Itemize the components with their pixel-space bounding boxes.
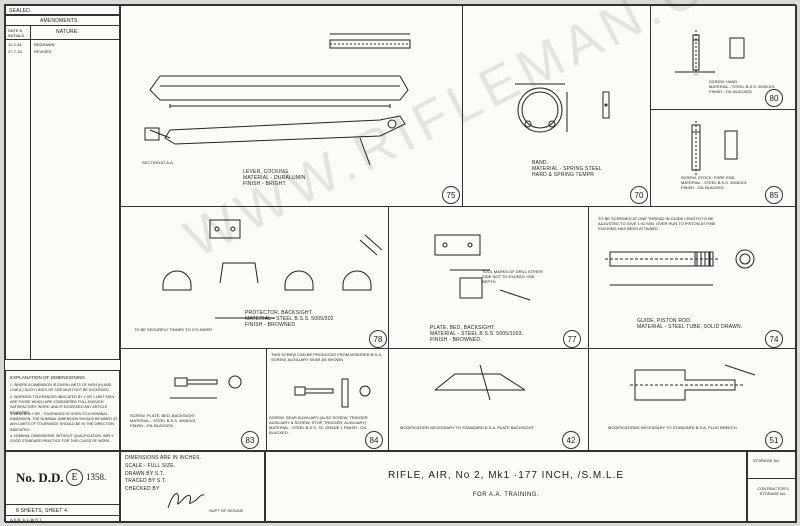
part-70-number: 70: [630, 186, 648, 204]
explanation-item-1: 1. WHERE A DIMENSION IS GIVEN LIMITS OF …: [10, 383, 112, 393]
dd-letter: E: [66, 469, 83, 486]
explanation-item-3: 3. WHERE A + OR - TOLERANCE IS GIVEN TO …: [10, 412, 118, 432]
part-85-number: 85: [765, 186, 783, 204]
part-42-number: 42: [562, 431, 580, 449]
part-80-caption: SCREW, HAND. MATERIAL - STEEL B.S.S. 500…: [709, 79, 775, 94]
dimensions-box: DIMENSIONS ARE IN INCHES. SCALE:- FULL S…: [120, 451, 265, 523]
amendments-col-date: DATE & INITIALS: [8, 28, 25, 38]
part-84-caption: SCREW, SEAR AUXILIARY (ALSO SCREW, TRIGG…: [269, 415, 368, 435]
dims-note: DIMENSIONS ARE IN INCHES.: [125, 455, 202, 461]
drawing-sheet: WWW.RIFLEMAN.ORG.UK SEALED. AMENDMENTS. …: [4, 0, 800, 523]
part-51-caption: MODIFICATIONS NECESSARY TO STANDARD B.S.…: [608, 425, 737, 430]
lever-cocking-drawing: [130, 20, 430, 170]
plug-breech-modification-drawing: [625, 360, 775, 415]
screw-hand-drawing: [670, 20, 750, 80]
dd-prefix: No. D.D.: [16, 470, 64, 485]
part-80-number: 80: [765, 89, 783, 107]
ref-label: A.S.B. 6-1-36 R.T.: [10, 517, 43, 522]
part-75-number: 75: [442, 186, 460, 204]
part-70-caption: BAND. MATERIAL - SPRING STEEL HARD & SPR…: [532, 160, 602, 178]
plate-note: TOOL MARKS OF DRILL EITHER SIDE NOT TO E…: [482, 269, 543, 284]
secure-note: TO BE SECURELY TINNED TO CYLINDER: [134, 327, 213, 332]
amendments-table: AMENDMENTS. DATE & INITIALS NATURE. 11-2…: [5, 15, 120, 360]
screw-stock-drawing: [670, 117, 750, 177]
amendment-row-2-nature: REVISED: [34, 49, 52, 54]
screw-sear-drawing: [280, 365, 380, 420]
part-75-caption: LEVER, COCKING MATERIAL - DURALUMIN FINI…: [243, 169, 306, 187]
title-box: RIFLE, AIR, No 2, Mk1 ·177 INCH, /S.M.L.…: [265, 451, 747, 523]
storage-box: STORAGE No. CONTRACTOR'S STORAGE No.: [747, 451, 797, 523]
section-aa-label: SECTION AT A.A.: [142, 160, 174, 165]
scale-label: SCALE:- FULL SIZE.: [125, 463, 176, 469]
supt-label: SUPT OF DESIGN: [209, 508, 243, 513]
part-51-number: 51: [765, 431, 783, 449]
part-83-number: 83: [241, 431, 259, 449]
band-drawing: [495, 70, 615, 170]
sheets-label: 8 SHEETS, SHEET 4.: [16, 508, 69, 514]
explanation-box: EXPLANATION OF DIMENSIONING. 1. WHERE A …: [5, 370, 120, 451]
part-77-number: 77: [563, 330, 581, 348]
explanation-item-2: 2. WORKING TOLERANCES INDICATED BY ± OR …: [10, 395, 115, 415]
part-74-number: 74: [765, 330, 783, 348]
storage-no: STORAGE No.: [753, 458, 780, 463]
checked-by: CHECKED BY: [125, 486, 160, 492]
guide-note: TO BE SCREWED AT ONE THREAD IN GUIDE LEN…: [598, 216, 716, 231]
explanation-title: EXPLANATION OF DIMENSIONING.: [10, 375, 87, 380]
amendment-row-1-date: 11-2-34.: [8, 42, 23, 47]
part-85-caption: SCREW, STOCK, FORE END. MATERIAL - STEEL…: [681, 175, 747, 190]
part-77-caption: PLATE, BED, BACKSIGHT. MATERIAL - STEEL …: [430, 325, 524, 343]
screw-plate-bed-drawing: [155, 360, 255, 415]
contractors-storage-no: CONTRACTOR'S STORAGE No.: [757, 486, 789, 496]
dd-number: 1358.: [86, 472, 107, 482]
drawing-area: [120, 5, 797, 451]
plate-bed-drawing: [400, 230, 580, 320]
sealed-label: SEALED.: [9, 8, 32, 14]
amendment-row-2-date: 27-7-34.: [8, 49, 23, 54]
explanation-item-4: 4. NOMINAL DIMENSIONS, WITHOUT QUALIFICA…: [10, 434, 114, 444]
part-78-number: 78: [369, 330, 387, 348]
amendment-row-1-nature: REDRAWN: [34, 42, 55, 47]
part-83-caption: SCREW, PLATE, BED, BACKSIGHT. MATERIAL -…: [130, 413, 196, 428]
sear-note: THIS SCREW CAN BE PRODUCED FROM MODIFIED…: [271, 352, 383, 362]
signature: [166, 486, 206, 512]
amendments-col-nature: NATURE.: [56, 29, 79, 35]
sealed-box: SEALED.: [5, 5, 120, 15]
part-42-caption: MODIFICATION NECESSARY TO STANDARD B.S.A…: [400, 425, 534, 430]
part-84-number: 84: [365, 431, 383, 449]
traced-by: TRACED BY S.T.: [125, 478, 167, 484]
drawn-by: DRAWN BY S.T.: [125, 471, 165, 477]
protector-backsight-drawing: [155, 215, 375, 325]
main-title: RIFLE, AIR, No 2, Mk1 ·177 INCH, /S.M.L.…: [387, 470, 625, 481]
part-78-caption: PROTECTOR, BACKSIGHT. MATERIAL - STEEL B…: [245, 310, 334, 328]
guide-piston-rod-drawing: [605, 240, 765, 310]
plate-backsight-modification-drawing: [425, 360, 545, 410]
part-74-caption: GUIDE, PISTON ROD. MATERIAL - STEEL TUBE…: [637, 318, 743, 330]
amendments-title: AMENDMENTS.: [40, 18, 80, 24]
subtitle: FOR A.A. TRAINING.: [472, 492, 540, 498]
drawing-number-box: No. D.D. E 1358. 8 SHEETS, SHEET 4. A.S.…: [5, 451, 120, 523]
